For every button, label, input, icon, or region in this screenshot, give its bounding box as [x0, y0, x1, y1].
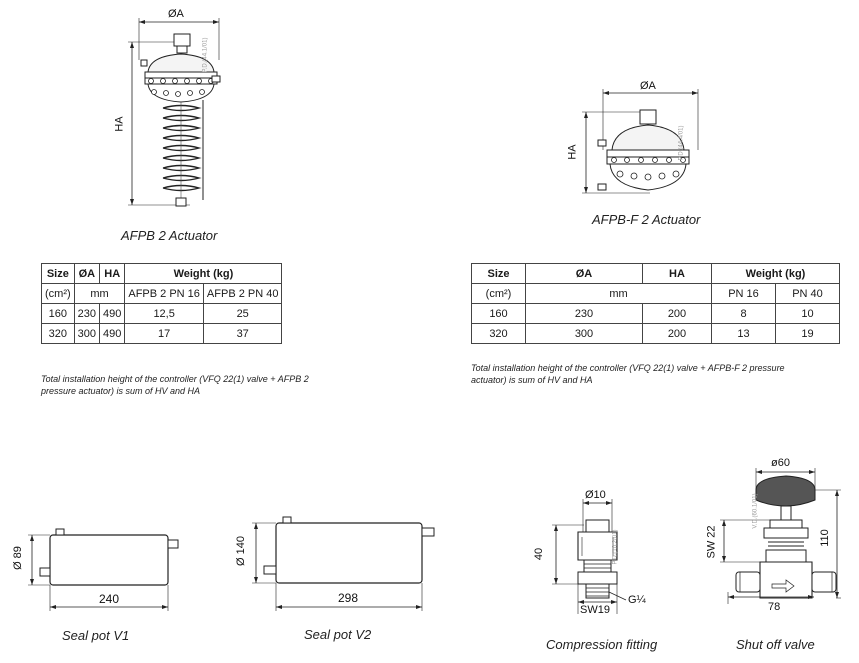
afpb2-dim-a: ØA: [168, 8, 184, 20]
table-cell: 490: [99, 323, 126, 344]
shutoff-dim-height: 110: [818, 529, 831, 547]
shutoff-caption: Shut off valve: [736, 637, 815, 652]
fitting-caption: Compression fitting: [546, 637, 658, 652]
fitting-dim-thread: G¼: [628, 594, 646, 606]
table-cell: 300: [525, 323, 643, 344]
seal-pot-v2-caption: Seal pot V2: [304, 627, 372, 642]
afpbf2-caption: AFPB-F 2 Actuator: [592, 212, 701, 227]
table-cell: mm: [73, 283, 126, 304]
table-cell: AFPB 2 PN 40: [202, 283, 283, 304]
table-header-cell: ØA: [73, 263, 101, 284]
shutoff-dim-sw: SW 22: [705, 525, 718, 559]
table-subheader-row: (cm²) mm AFPB 2 PN 16 AFPB 2 PN 40: [41, 283, 283, 304]
table-cell: 17: [124, 323, 204, 344]
table-cell: 320: [41, 323, 75, 344]
table-header-row: Size ØA HA Weight (kg): [471, 263, 840, 284]
seal-pot-v1-dim-len: 240: [99, 592, 120, 606]
shutoff-drawing-code: V.D.(60.1/01): [752, 493, 759, 529]
table-cell: 19: [775, 323, 840, 344]
table-header-cell: Size: [41, 263, 75, 284]
seal-pot-v2-dim-len: 298: [338, 591, 359, 605]
table-cell: 300: [73, 323, 101, 344]
table-header-cell: Size: [471, 263, 526, 284]
table-header-cell: HA: [642, 263, 712, 284]
table-cell: PN 40: [775, 283, 840, 304]
fitting-dim-dia: Ø10: [585, 489, 606, 501]
afpb2-table: Size ØA HA Weight (kg) (cm²) mm AFPB 2 P…: [41, 263, 283, 344]
table-row: 320 300 200 13 19: [471, 323, 840, 344]
afpbf2-note: Total installation height of the control…: [471, 363, 785, 385]
afpbf2-dim-a: ØA: [640, 80, 656, 92]
afpb2-note: Total installation height of the control…: [41, 374, 309, 396]
shutoff-dim-width: 78: [768, 601, 781, 613]
afpb2-caption: AFPB 2 Actuator: [121, 228, 218, 243]
afpbf2-table: Size ØA HA Weight (kg) (cm²) mm PN 16 PN…: [471, 263, 840, 344]
table-row: 320 300 490 17 37: [41, 323, 283, 344]
fitting-dim-sw: SW19: [580, 604, 610, 616]
table-cell: 37: [202, 323, 283, 344]
seal-pot-v1-caption: Seal pot V1: [62, 628, 130, 643]
table-cell: 10: [775, 303, 840, 324]
shutoff-dim-dia: ø60: [771, 457, 790, 469]
